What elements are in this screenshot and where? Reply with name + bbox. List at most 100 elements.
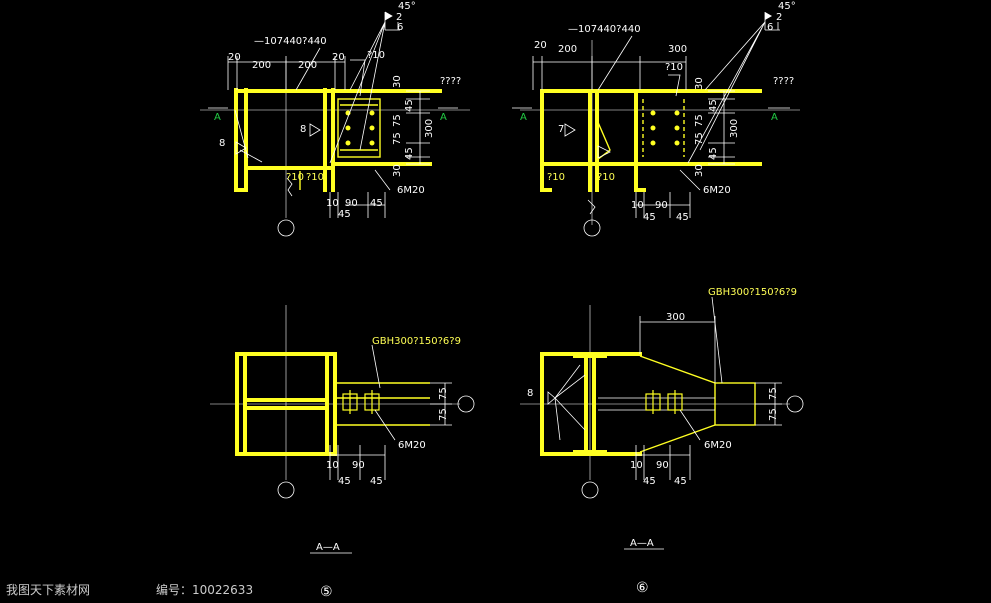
section-steel-label: GBH300?150?6?9 [708, 287, 797, 298]
column-flange [540, 89, 638, 192]
weld-size-label: 8 [527, 388, 533, 399]
dim-label: 45 [643, 476, 656, 487]
dim-label: 75 [392, 132, 403, 145]
weld-flag-mark: 2 [396, 12, 402, 23]
rib-label: ?10 [597, 172, 615, 183]
dim-label: 75 [392, 114, 403, 127]
dimension-line [329, 445, 386, 480]
dim-label: 90 [352, 460, 365, 471]
connection-plate [337, 98, 381, 158]
watermark-id-value: 10022633 [192, 583, 253, 597]
column-web [588, 89, 599, 192]
detail-5-section: GBH300?150?6?9 6M20 10 90 45 45 75 75 A—… [210, 305, 475, 600]
leader-line [679, 169, 701, 191]
dim-label: 10 [326, 460, 339, 471]
section-mark-left: A [520, 112, 527, 123]
axis-bubble [457, 395, 475, 413]
bolt-icon [650, 125, 656, 131]
rib-label: ?10 [547, 172, 565, 183]
rib-label: ?10 [286, 172, 304, 183]
dim-label: 10 [631, 200, 644, 211]
leader-line [374, 169, 391, 191]
bolt-icon [650, 110, 656, 116]
dimension-line [532, 56, 687, 90]
dim-label: 75 [694, 114, 705, 127]
elevation-label: ???? [440, 76, 461, 87]
hidden-plate [642, 99, 685, 157]
dim-label: 75 [438, 387, 449, 400]
weld-flag-mark: 2 [776, 12, 782, 23]
dim-label: 30 [694, 77, 705, 90]
weld-size-label: 6 [397, 22, 403, 33]
leader-line [350, 59, 366, 97]
leader-line [371, 344, 396, 441]
column-web [243, 398, 329, 410]
dim-label: 90 [656, 460, 669, 471]
stiffener [299, 171, 326, 190]
dim-label: 75 [438, 408, 449, 421]
section-title: A—A [316, 542, 340, 553]
section-mark-right: A [771, 112, 778, 123]
weld-size-label: 7 [558, 124, 564, 135]
leader-line [668, 74, 681, 97]
axis-bubble [583, 219, 601, 237]
dim-label: 45 [404, 147, 415, 160]
detail-number: ⑤ [320, 584, 333, 600]
dimension-line [227, 56, 346, 90]
weld-size-label: 6 [767, 22, 773, 33]
dim-label: 300 [729, 119, 740, 138]
rib-label: ?10 [665, 62, 683, 73]
weld-size-label: 8 [219, 138, 225, 149]
weld-flag-line [385, 22, 400, 31]
leader-line [711, 296, 723, 384]
dim-label: 75 [768, 387, 779, 400]
break-line [286, 177, 293, 197]
dim-label: 30 [694, 164, 705, 177]
column-flange [323, 88, 335, 192]
beam-section [335, 382, 430, 426]
dim-label: 20 [228, 52, 241, 63]
dim-label: 300 [424, 119, 435, 138]
detail-6-section: GBH300?150?6?9 300 8 6M20 10 90 45 45 75… [520, 287, 804, 596]
haunch-line [639, 355, 716, 453]
bolt-icon [345, 125, 351, 131]
section-mark-right: A [440, 112, 447, 123]
leader-line [597, 21, 766, 164]
column-flange [234, 88, 248, 192]
bolt-group [645, 390, 683, 414]
break-line [587, 199, 596, 215]
bolt-icon [674, 140, 680, 146]
dim-label: 10 [326, 198, 339, 209]
axis-bubble [277, 219, 295, 237]
column-web [573, 354, 607, 454]
leader-line [554, 364, 586, 441]
bolt-icon [674, 125, 680, 131]
dim-label: 20 [332, 52, 345, 63]
watermark-id-label: 编号： [156, 582, 192, 597]
dim-label: 90 [345, 198, 358, 209]
dim-label: 300 [666, 312, 685, 323]
dimension-line [406, 90, 430, 165]
dim-label: 45 [370, 476, 383, 487]
weld-symbol-icon [235, 141, 247, 155]
dim-label: 200 [558, 44, 577, 55]
elevation-label: ???? [773, 76, 794, 87]
dim-label: 45 [643, 212, 656, 223]
bolt-spec-label: 6M20 [397, 185, 425, 196]
weld-flag-line [765, 22, 780, 31]
detail-number: ⑥ [636, 580, 649, 596]
dimension-line [635, 192, 691, 218]
bolt-icon [369, 140, 375, 146]
dim-label: 45 [708, 147, 719, 160]
weld-flag-icon [385, 12, 392, 20]
detail-5-elevation: —107440?440 20 200 200 20 ?10 45° 2 6 ??… [200, 1, 470, 237]
dim-label: 45 [370, 198, 383, 209]
dim-label: 45 [404, 99, 415, 112]
dim-label: 10 [630, 460, 643, 471]
dim-label: 75 [694, 132, 705, 145]
dim-label: 30 [392, 164, 403, 177]
rib-label: ?10 [367, 50, 385, 61]
bolt-spec-label: 6M20 [704, 440, 732, 451]
weld-size-label: 8 [300, 124, 306, 135]
stiffener [340, 104, 378, 151]
